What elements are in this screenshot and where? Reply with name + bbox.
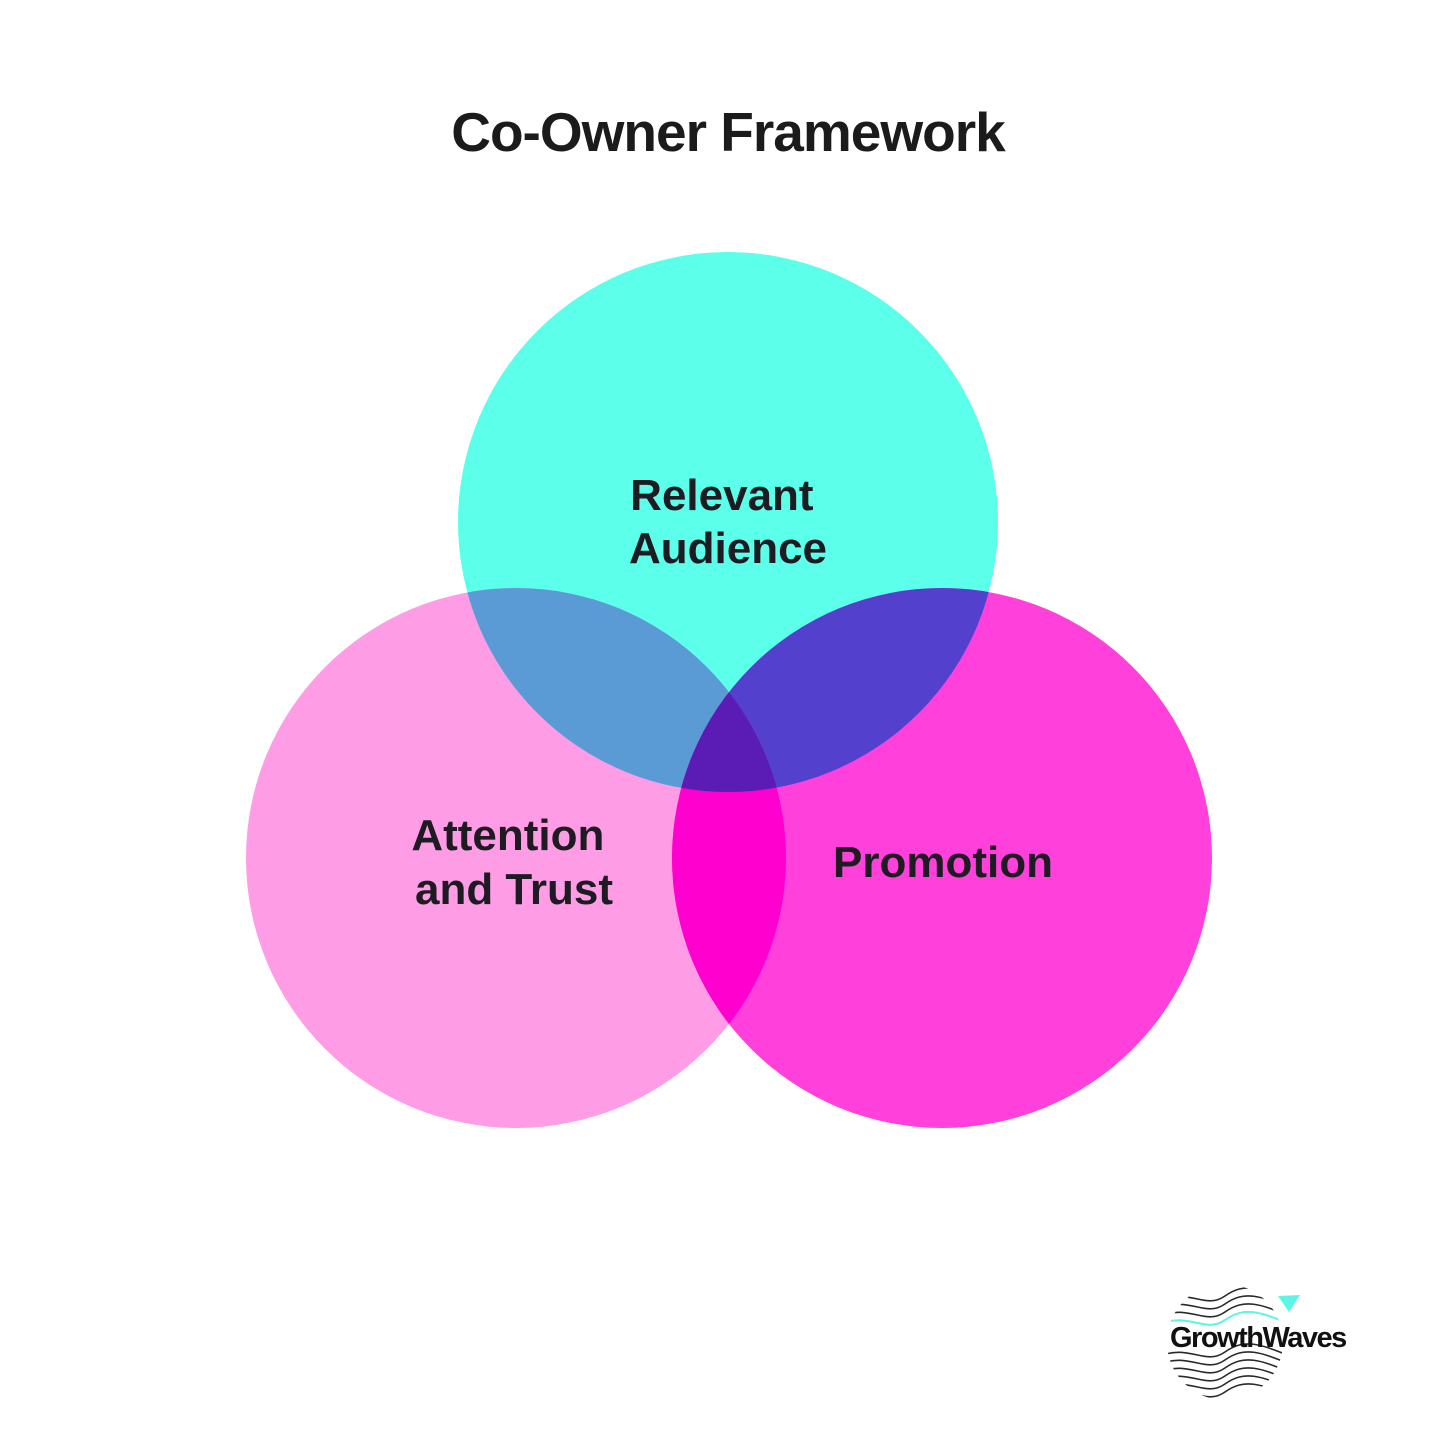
diagram-title: Co-Owner Framework [451,101,1006,163]
label-attention-trust: Attention and Trust [411,811,616,914]
label-promotion: Promotion [833,838,1053,887]
overlap-audience-promotion [672,588,998,792]
wave-logo-icon [1167,1287,1300,1398]
logo-text: GrowthWaves [1170,1322,1347,1354]
overlap-audience-trust [458,588,786,792]
growthwaves-logo: GrowthWaves [1150,1270,1390,1420]
label-relevant-audience: Relevant Audience [629,471,827,573]
